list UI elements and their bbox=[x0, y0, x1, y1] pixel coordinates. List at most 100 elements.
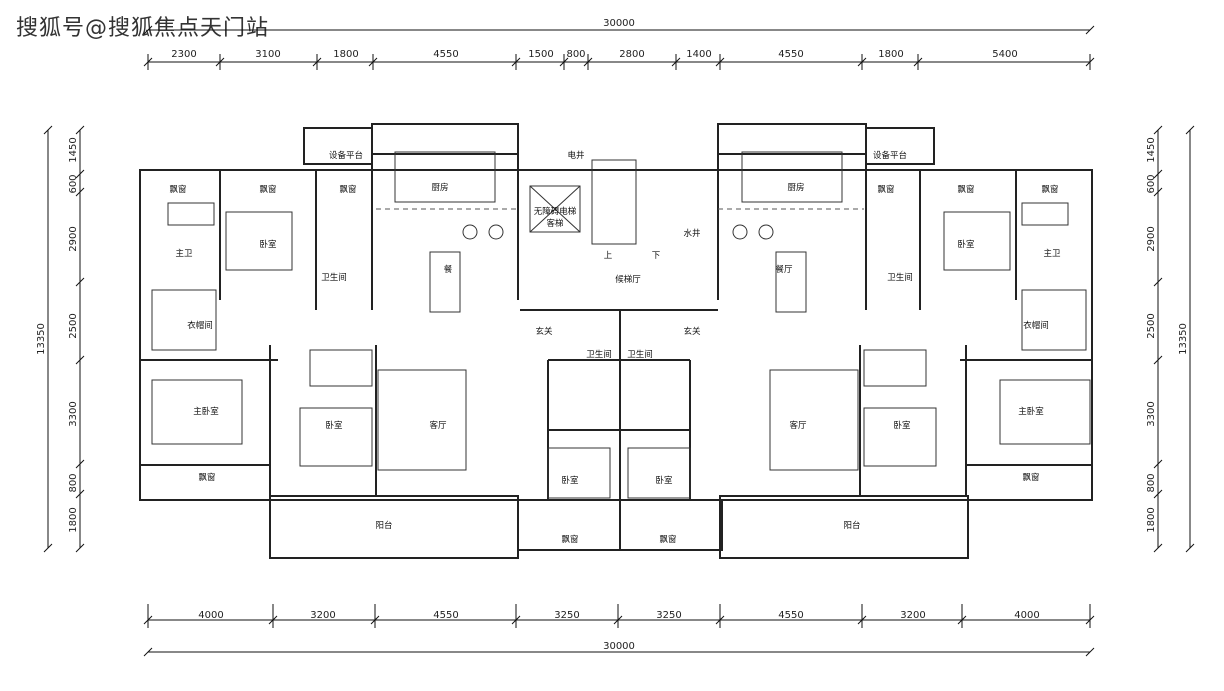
label-bay-window: 飘窗 bbox=[198, 472, 215, 483]
dim-bottom-segment: 3200 bbox=[900, 610, 925, 621]
dim-top-segment: 1500 bbox=[528, 49, 553, 60]
dim-top-segment: 1800 bbox=[333, 49, 358, 60]
label-bay-window: 飘窗 bbox=[957, 184, 974, 195]
label-bathroom-center-left: 卫生间 bbox=[586, 349, 612, 360]
furniture bbox=[151, 151, 1091, 499]
label-master-bath-left: 主卫 bbox=[175, 248, 193, 259]
label-elevator-passenger: 客梯 bbox=[546, 218, 564, 229]
label-stair-up: 上 bbox=[604, 251, 613, 261]
label-dining-left: 餐 bbox=[444, 265, 453, 275]
dimension-tick bbox=[1153, 169, 1163, 179]
dim-right-segment: 800 bbox=[1146, 473, 1157, 492]
dim-right-segment: 600 bbox=[1146, 174, 1157, 193]
label-dining-right: 餐厅 bbox=[775, 265, 793, 275]
dim-left-segment: 800 bbox=[68, 473, 79, 492]
dim-bottom-segment: 4550 bbox=[778, 610, 803, 621]
dimension-tick bbox=[75, 187, 85, 197]
dimension-tick bbox=[43, 543, 53, 553]
dim-top-segment: 800 bbox=[566, 49, 585, 60]
label-bedroom: 卧室 bbox=[561, 475, 579, 486]
label-water-shaft: 水井 bbox=[683, 228, 700, 239]
label-balcony-right: 阳台 bbox=[843, 520, 860, 531]
label-kitchen-left: 厨房 bbox=[431, 182, 448, 193]
label-elevator-lobby: 候梯厅 bbox=[615, 274, 641, 285]
dim-left-segment: 2900 bbox=[68, 226, 79, 251]
dim-left-segment: 3300 bbox=[68, 401, 79, 426]
label-bay-window: 飘窗 bbox=[169, 184, 186, 195]
label-balcony-left: 阳台 bbox=[375, 520, 392, 531]
label-bay-window: 飘窗 bbox=[1041, 184, 1058, 195]
dimension-tick bbox=[75, 459, 85, 469]
dim-bottom-segment: 4550 bbox=[433, 610, 458, 621]
dim-right-segment: 1800 bbox=[1146, 507, 1157, 532]
dim-top-segment: 1400 bbox=[686, 49, 711, 60]
label-master-bath-right: 主卫 bbox=[1043, 248, 1061, 259]
label-equipment-platform-left: 设备平台 bbox=[329, 150, 363, 161]
label-bay-window: 飘窗 bbox=[877, 184, 894, 195]
dimension-tick bbox=[1085, 647, 1095, 657]
dimension-tick bbox=[1085, 25, 1095, 35]
dim-right-total: 13350 bbox=[1178, 323, 1189, 355]
dim-bottom-segment: 3250 bbox=[554, 610, 579, 621]
dim-top-segment: 4550 bbox=[433, 49, 458, 60]
dim-right-segment: 2900 bbox=[1146, 226, 1157, 251]
label-bay-window: 飘窗 bbox=[1022, 472, 1039, 483]
dim-bottom-segment: 3200 bbox=[310, 610, 335, 621]
dim-bottom-segment: 4000 bbox=[1014, 610, 1039, 621]
label-master-bedroom-right: 主卧室 bbox=[1018, 406, 1044, 417]
label-living-room-left: 客厅 bbox=[429, 420, 447, 431]
dim-right-segment: 2500 bbox=[1146, 313, 1157, 338]
label-bathroom-right: 卫生间 bbox=[887, 272, 913, 283]
label-electric-shaft: 电井 bbox=[567, 150, 584, 161]
dimension-tick bbox=[1153, 489, 1163, 499]
label-bedroom: 卧室 bbox=[957, 239, 975, 250]
dimension-tick bbox=[75, 543, 85, 553]
dim-left-segment: 600 bbox=[68, 174, 79, 193]
label-bedroom: 卧室 bbox=[655, 475, 673, 486]
dimension-tick bbox=[1153, 543, 1163, 553]
dim-left-total: 13350 bbox=[36, 323, 47, 355]
dimension-tick bbox=[1185, 543, 1195, 553]
label-closet-right: 衣帽间 bbox=[1023, 320, 1049, 331]
dim-bottom-total: 30000 bbox=[603, 641, 635, 652]
label-bay-window: 飘窗 bbox=[339, 184, 356, 195]
dimension-tick bbox=[1153, 187, 1163, 197]
label-foyer-right: 玄关 bbox=[683, 326, 701, 337]
dim-top-segment: 2300 bbox=[171, 49, 196, 60]
walls bbox=[139, 123, 1093, 559]
label-bay-window: 飘窗 bbox=[259, 184, 276, 195]
dim-top-segment: 4550 bbox=[778, 49, 803, 60]
dimension-tick bbox=[143, 647, 153, 657]
label-foyer-left: 玄关 bbox=[535, 326, 553, 337]
label-master-bedroom-left: 主卧室 bbox=[193, 406, 219, 417]
dim-top-segment: 3100 bbox=[255, 49, 280, 60]
dim-right-segment: 3300 bbox=[1146, 401, 1157, 426]
dimension-tick bbox=[75, 125, 85, 135]
label-bathroom-left: 卫生间 bbox=[321, 272, 347, 283]
label-living-room-right: 客厅 bbox=[789, 420, 807, 431]
dimension-tick bbox=[75, 355, 85, 365]
label-bay-window: 飘窗 bbox=[659, 534, 676, 545]
dimension-tick bbox=[1153, 355, 1163, 365]
dim-bottom-segment: 3250 bbox=[656, 610, 681, 621]
dim-top-segment: 1800 bbox=[878, 49, 903, 60]
label-equipment-platform-right: 设备平台 bbox=[873, 150, 907, 161]
label-bedroom: 卧室 bbox=[259, 239, 277, 250]
dimension-tick bbox=[1153, 277, 1163, 287]
dim-top-total: 30000 bbox=[603, 18, 635, 29]
dim-top-segment: 2800 bbox=[619, 49, 644, 60]
dim-left-segment: 2500 bbox=[68, 313, 79, 338]
label-bay-window: 飘窗 bbox=[561, 534, 578, 545]
dim-top-segment: 5400 bbox=[992, 49, 1017, 60]
label-bathroom-center-right: 卫生间 bbox=[627, 349, 653, 360]
label-bedroom: 卧室 bbox=[893, 420, 911, 431]
dimension-tick bbox=[43, 125, 53, 135]
label-stair-down: 下 bbox=[652, 251, 661, 261]
watermark-text: 搜狐号@搜狐焦点天门站 bbox=[16, 16, 270, 41]
label-closet-left: 衣帽间 bbox=[187, 320, 213, 331]
dim-bottom-segment: 4000 bbox=[198, 610, 223, 621]
label-kitchen-right: 厨房 bbox=[787, 182, 804, 193]
dimension-tick bbox=[1185, 125, 1195, 135]
dim-right-segment: 1450 bbox=[1146, 137, 1157, 162]
